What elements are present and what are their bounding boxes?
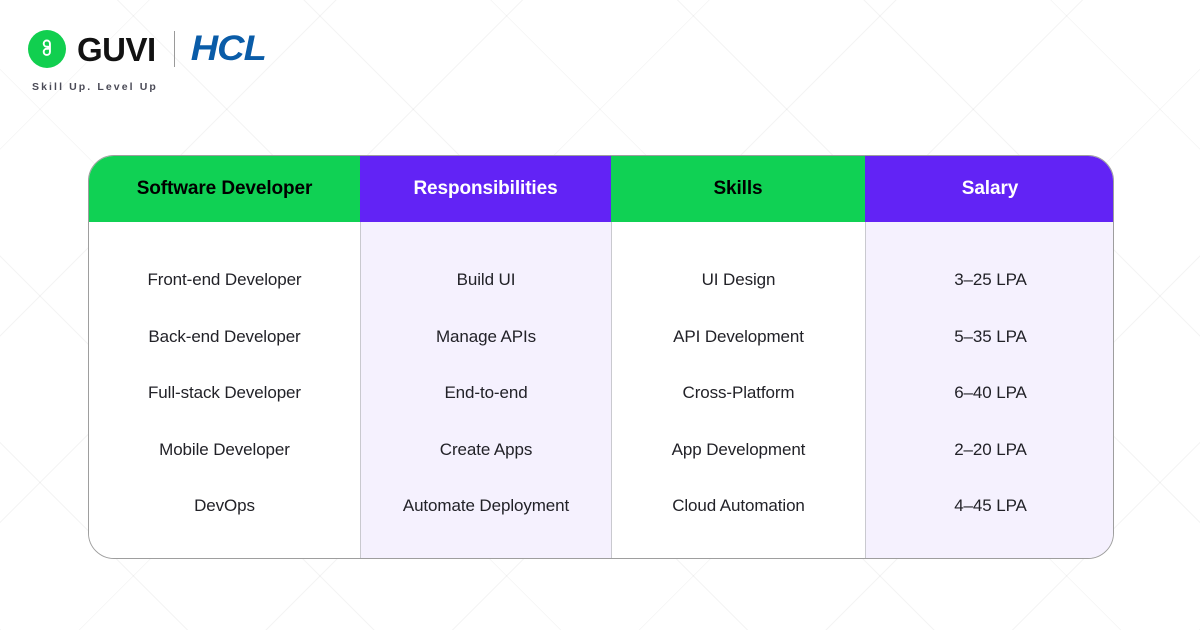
column-body-skills: UI Design API Development Cross-Platform… (611, 222, 865, 558)
table-cell-responsibility: Create Apps (439, 439, 533, 459)
guvi-g-mark-icon (28, 30, 66, 68)
column-header-skills: Skills (611, 156, 865, 222)
guvi-wordmark: GUVI (77, 30, 156, 68)
table-cell-skill: Cross-Platform (682, 383, 795, 403)
brand-logos-row: GUVI HCL (28, 26, 267, 72)
column-header-salary: Salary (865, 156, 1113, 222)
table-cell-role: DevOps (194, 496, 255, 516)
table-cell-skill: Cloud Automation (672, 496, 805, 516)
table-cell-role: Full-stack Developer (148, 383, 301, 403)
brand-header: GUVI HCL Skill Up. Level Up (28, 26, 267, 93)
column-body-software-developer: Front-end Developer Back-end Developer F… (89, 222, 360, 558)
column-header-software-developer: Software Developer (89, 156, 360, 222)
table-cell-responsibility: End-to-end (444, 383, 528, 403)
comparison-table: Software Developer Responsibilities Skil… (88, 155, 1114, 559)
table-cell-skill: App Development (671, 439, 806, 459)
table-cell-role: Mobile Developer (159, 439, 290, 459)
column-body-responsibilities: Build UI Manage APIs End-to-end Create A… (360, 222, 611, 558)
table-cell-role: Front-end Developer (147, 270, 302, 290)
table-cell-salary: 3–25 LPA (954, 270, 1027, 290)
table-cell-salary: 4–45 LPA (954, 496, 1027, 516)
table-cell-skill: API Development (673, 326, 804, 346)
table-cell-salary: 5–35 LPA (954, 326, 1027, 346)
table-cell-responsibility: Automate Deployment (402, 496, 570, 516)
table-cell-responsibility: Manage APIs (435, 326, 537, 346)
brand-divider (173, 31, 175, 67)
column-header-responsibilities: Responsibilities (360, 156, 611, 222)
brand-tagline: Skill Up. Level Up (32, 81, 158, 93)
table-cell-salary: 6–40 LPA (954, 383, 1027, 403)
table-cell-salary: 2–20 LPA (954, 439, 1027, 459)
column-body-salary: 3–25 LPA 5–35 LPA 6–40 LPA 2–20 LPA 4–45… (865, 222, 1113, 558)
table-cell-skill: UI Design (701, 270, 776, 290)
hcl-wordmark: HCL (190, 29, 267, 69)
table-cell-responsibility: Build UI (456, 270, 516, 290)
table-grid: Software Developer Responsibilities Skil… (89, 156, 1113, 558)
table-cell-role: Back-end Developer (148, 326, 301, 346)
